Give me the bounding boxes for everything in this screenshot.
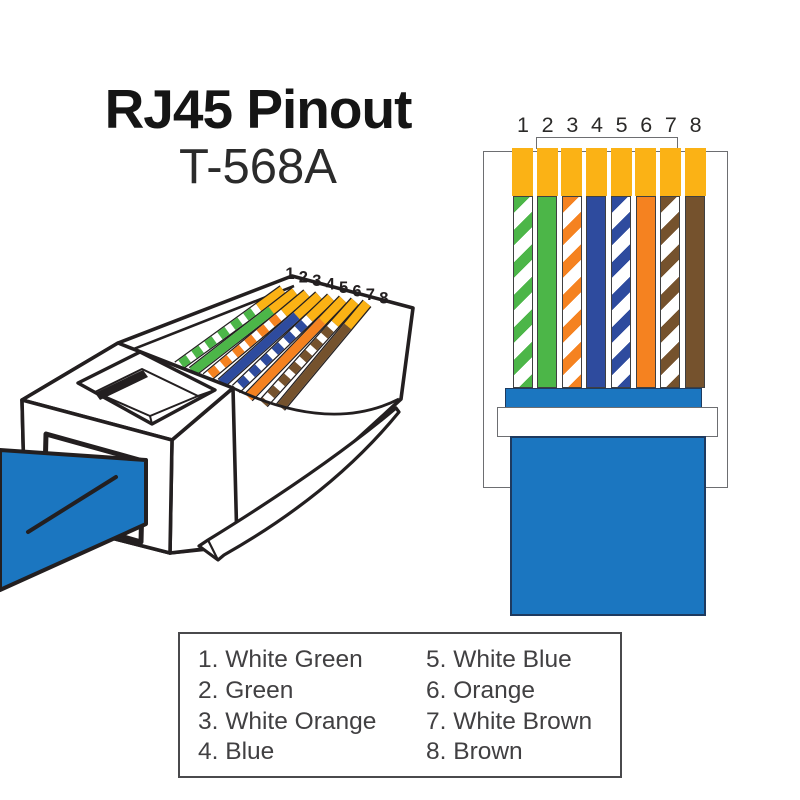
plug-wires-3d [174,285,372,411]
wire-3d-base-1 [175,303,262,370]
gold-contact-3d-4 [293,292,323,320]
pin-number-3d-1: 1 [285,265,294,283]
pin-number-3d-8: 8 [379,290,388,308]
wire-3d-solid-4 [218,312,300,387]
collar-recess-shadow [95,370,148,400]
plug-latch-crease [207,539,219,561]
wire-pin-1-white-green [512,196,533,388]
cable-3d [0,448,148,592]
wire-pin-5-white-blue [611,196,632,388]
pin-number-front-3: 3 [566,113,579,137]
legend-item-pin-5: 5. White Blue [426,646,572,673]
pin-number-3d-3: 3 [312,272,321,290]
pin-number-3d-4: 4 [326,276,336,294]
gold-contact-pin-7 [659,148,681,196]
legend-column-1: 1. White Green 2. Green 3. White Orange 4. … [198,645,376,768]
cable-front-view [510,436,706,616]
pin-number-3d-6: 6 [352,283,361,301]
gold-contact-3d-5 [306,294,335,322]
strain-relief-bar [497,407,718,437]
gold-contact-pin-6 [635,148,657,196]
pin-number-front-1: 1 [517,113,529,137]
title-block: RJ45 Pinout T-568A [28,78,488,194]
gold-contact-pin-2 [536,148,558,196]
wire-pin-4-blue [586,196,607,388]
legend-item-pin-3: 3. White Orange [198,707,377,735]
page-title: RJ45 Pinout [104,78,413,140]
wire-3d-stripes-7 [260,320,339,407]
wire-3d-solid-6 [245,317,326,401]
wire-3d-solid-8 [277,323,352,410]
pin-number-3d-2: 2 [299,269,308,287]
gold-contact-3d-2 [268,288,298,314]
plug-side-edge-line [232,386,400,416]
page-subtitle: T-568A [179,140,337,194]
gold-contact-pin-8 [684,148,706,196]
wire-pin-2-green [537,196,558,388]
gold-contact-3d-6 [318,296,347,325]
wire-pin-7-white-brown [660,196,681,388]
pin-number-front-5: 5 [615,113,628,137]
wire-pin-3-white-orange [561,196,582,388]
pin-number-front-2: 2 [541,113,554,137]
legend-item-pin-6: 6. Orange [426,676,535,704]
pin-number-3d-5: 5 [339,279,348,297]
wire-3d-solid-2 [189,306,275,376]
gold-contact-3d-3 [281,290,310,317]
legend-item-pin-4: 4. Blue [198,738,275,766]
wire-pin-8-brown [685,196,706,388]
gold-contact-pin-5 [610,148,632,196]
legend-item-pin-8: 8. Brown [426,738,523,766]
wire-pin-6-orange [635,196,656,388]
pin-number-front-7: 7 [664,113,677,137]
legend-box: 1. White Green 2. Green 3. White Orange 4. … [178,632,622,778]
legend-item-pin-1: 1. White Green [198,646,363,673]
pin-number-front-8: 8 [689,113,702,137]
gold-contact-3d-1 [256,286,286,312]
wire-3d-base-5 [232,315,313,393]
legend-item-pin-2: 2. Green [198,676,294,704]
collar-recess-corner-lines [77,382,216,425]
gold-contact-pin-3 [561,148,583,196]
legend-column-2: 5. White Blue 6. Orange 7. White Brown 8. B… [426,645,592,768]
gold-contact-pin-1 [512,148,533,196]
pin-number-3d-7: 7 [366,286,375,304]
plug-clip-bracket [536,137,678,149]
gold-contact-3d-8 [344,300,371,330]
legend-item-pin-7: 7. White Brown [426,707,593,735]
pin-number-front-4: 4 [590,113,603,137]
pin-number-front-6: 6 [640,113,653,137]
gold-contact-3d-7 [331,298,359,327]
gold-contact-pin-4 [585,148,607,196]
cable-jacket-top [505,388,702,408]
wire-3d-base-3 [203,309,287,382]
cable-shading-line [26,475,118,534]
